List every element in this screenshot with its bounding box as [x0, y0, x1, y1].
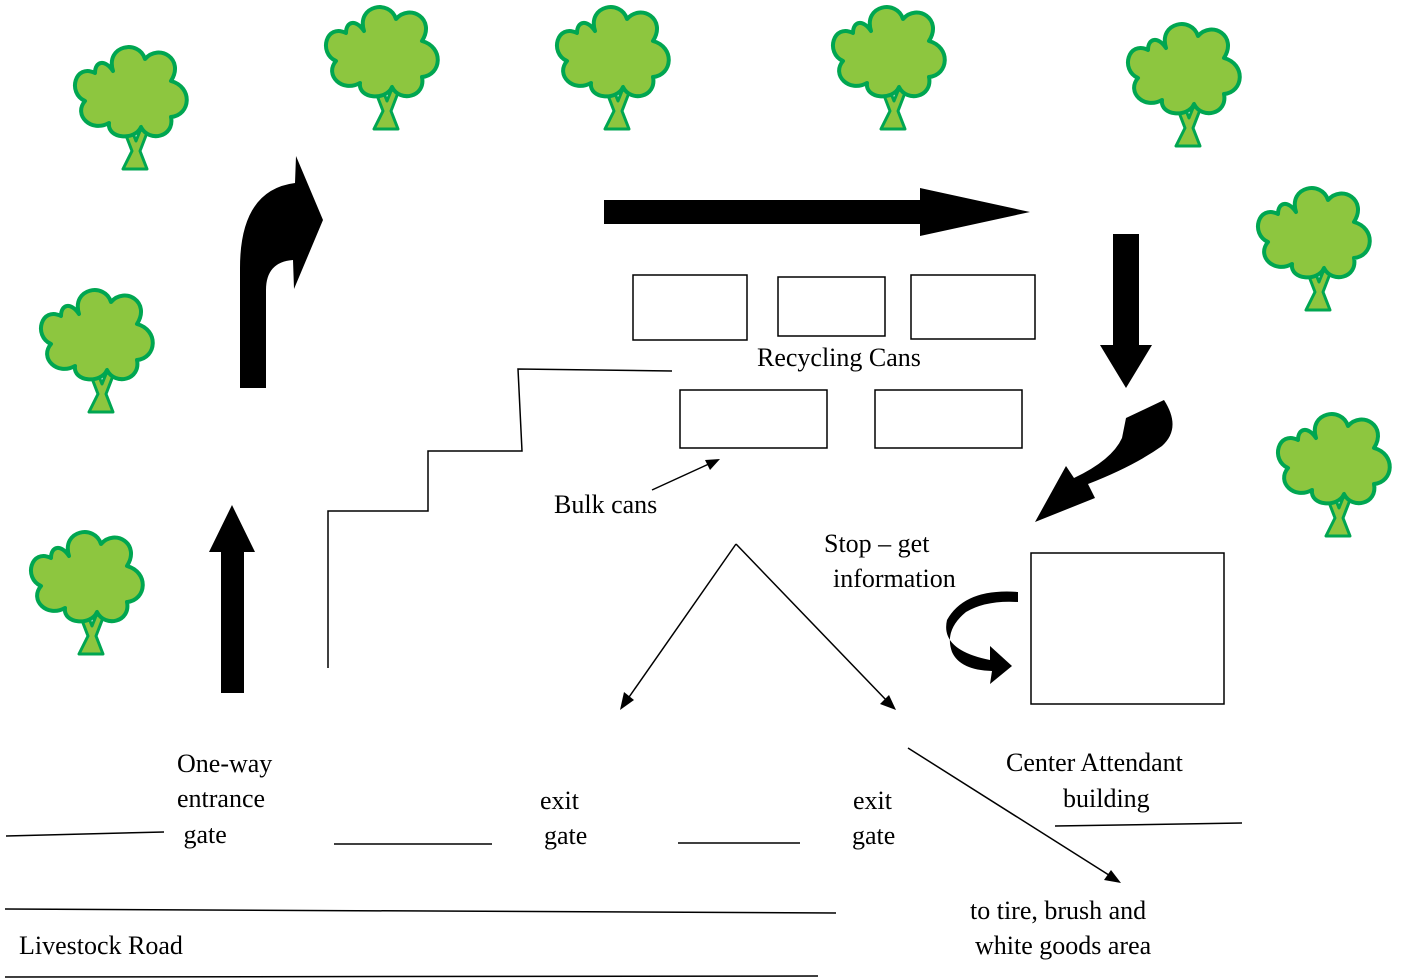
attendant-building-label-line1: Center Attendant — [1006, 748, 1183, 777]
tree-icon — [323, 5, 440, 131]
bulk-can — [874, 389, 1023, 449]
exit-arrow-right — [735, 543, 889, 703]
arrow-up-icon — [209, 505, 255, 693]
stop-info-label-line2: information — [833, 564, 956, 593]
tree-icon — [1275, 412, 1392, 538]
tree-icon — [554, 5, 671, 131]
exit-gate-2-label-line2: gate — [852, 821, 896, 850]
road-edge-bottom — [4, 975, 819, 978]
tree-icon — [1125, 22, 1242, 148]
exit-gate-1-label-line2: gate — [544, 821, 588, 850]
exit-arrow-left — [626, 543, 737, 701]
exit-gate-2-label-line1: exit — [853, 786, 892, 815]
stop-info-label-line1: Stop – get — [824, 529, 930, 558]
tree-icon — [28, 530, 145, 656]
arrow-curve-up-right-icon — [240, 156, 323, 388]
arrowhead-icon — [620, 692, 634, 710]
tree-icon — [38, 288, 155, 414]
entrance-gate-label-line1: One-way — [177, 749, 273, 778]
attendant-building-label-line2: building — [1063, 784, 1150, 813]
road-label: Livestock Road — [19, 931, 183, 960]
tire-area-label-line2: white goods area — [975, 931, 1152, 960]
entrance-gate-label-line2: entrance — [177, 784, 266, 813]
recycling-can — [777, 276, 886, 337]
arrow-u-turn-icon — [946, 591, 1018, 684]
recycling-cans-label: Recycling Cans — [757, 343, 921, 372]
exit-gate-1-label-line1: exit — [540, 786, 579, 815]
arrow-down-icon — [1100, 234, 1152, 388]
tree-icon — [72, 45, 189, 171]
entrance-gate-label-line3: gate — [177, 820, 227, 849]
tire-area-label-line1: to tire, brush and — [970, 896, 1147, 925]
tire-area-arrow — [907, 747, 1113, 878]
bulk-cans-label: Bulk cans — [554, 490, 658, 519]
arrowhead-icon — [1104, 870, 1121, 883]
arrow-right-icon — [604, 188, 1030, 236]
step-wall-line — [327, 368, 673, 668]
attendant-building — [1030, 552, 1225, 705]
tree-icon — [1255, 186, 1372, 312]
bulk-cans-pointer — [651, 462, 712, 491]
pointer-arrowhead-icon — [705, 459, 720, 470]
road-edge-top — [4, 908, 837, 914]
recycling-can — [632, 274, 748, 341]
tree-icon — [830, 5, 947, 131]
bulk-can — [679, 389, 828, 449]
arrowhead-icon — [880, 695, 896, 710]
recycling-can — [910, 274, 1036, 340]
fence-line — [1054, 822, 1243, 827]
arrow-curve-down-left-icon — [1035, 400, 1173, 522]
fence-line — [5, 831, 165, 837]
